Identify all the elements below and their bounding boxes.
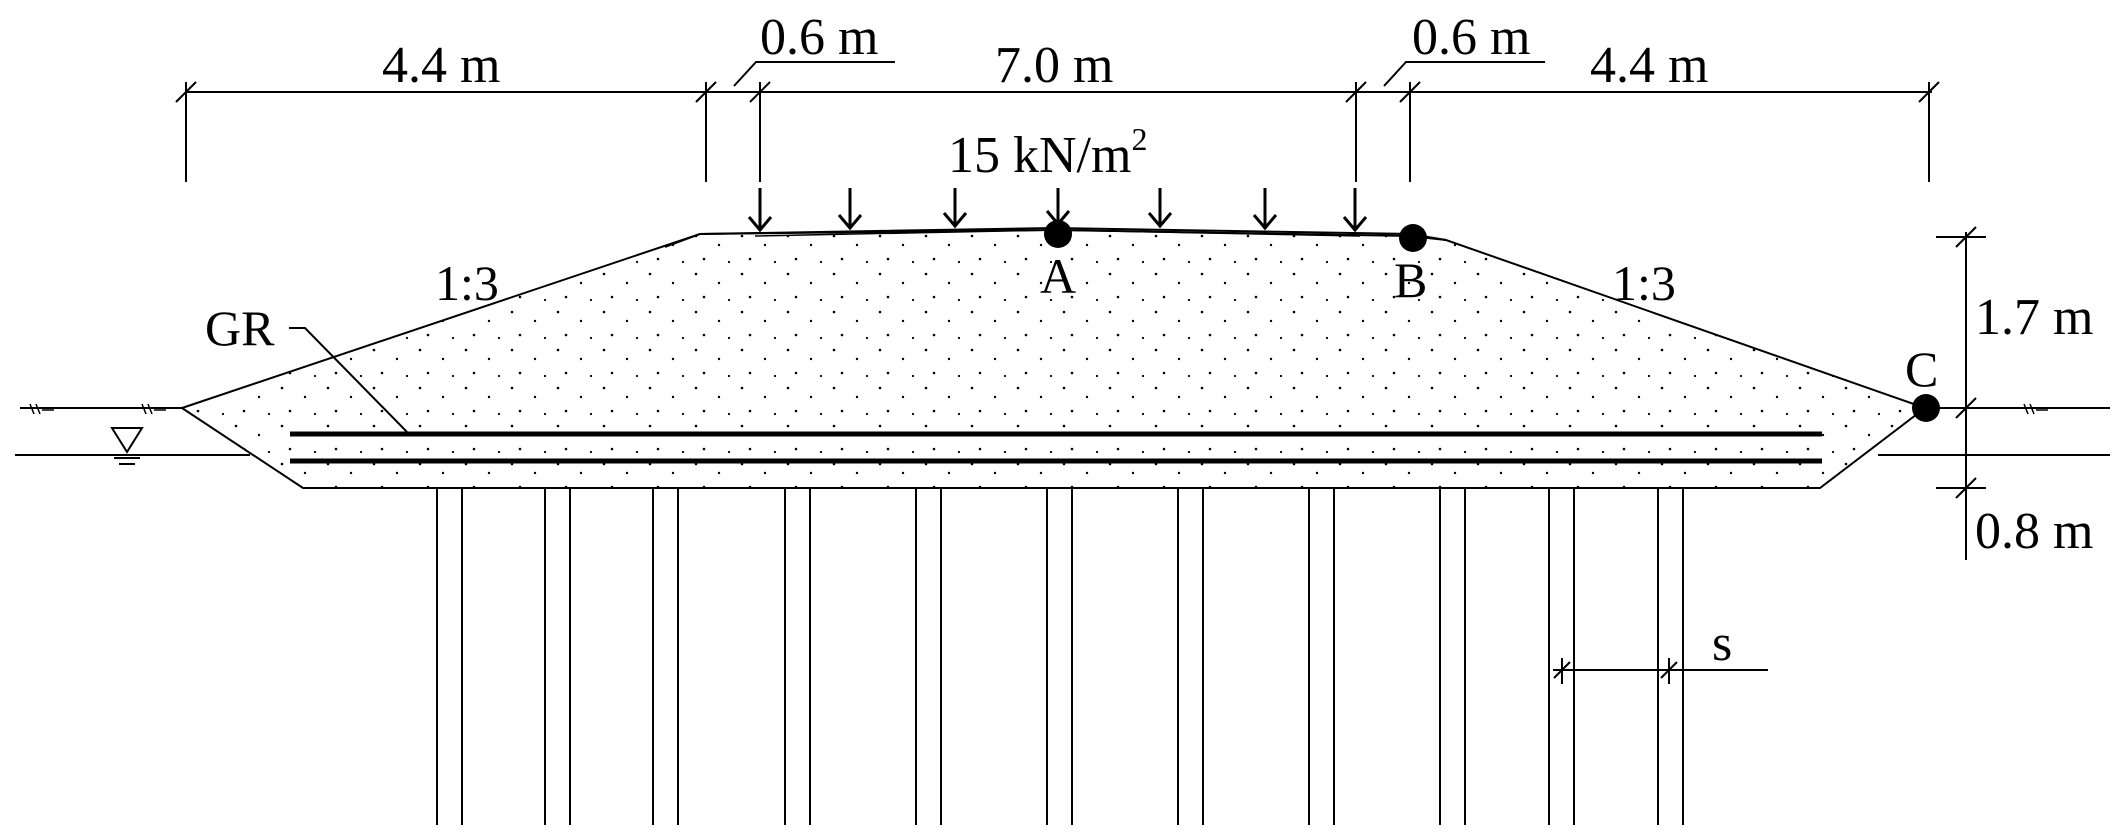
pile-spacing-dimension [1553, 658, 1768, 684]
dim-right-shoulder: 0.6 m [1412, 9, 1530, 66]
piles [436, 488, 1684, 825]
load-arrow [1045, 188, 1071, 227]
point-a-label: A [1040, 248, 1076, 304]
pile [1657, 488, 1684, 825]
ground-hatch-marks [29, 403, 2048, 415]
dim-left-shoulder: 0.6 m [760, 9, 878, 66]
dim-pile-spacing: s [1712, 615, 1732, 672]
pile [1308, 488, 1335, 825]
pile [1046, 488, 1073, 825]
load-label-text: 15 kN/m [948, 127, 1131, 184]
dim-platform-thickness: 0.8 m [1975, 503, 2093, 560]
pile [436, 488, 463, 825]
pile [1548, 488, 1575, 825]
load-arrow [1252, 188, 1278, 231]
gr-leader [289, 327, 408, 433]
top-dimension-chain [175, 61, 1940, 182]
pile [1177, 488, 1204, 825]
load-label-exponent: 2 [1131, 121, 1147, 157]
pile [1439, 488, 1466, 825]
load-arrow [747, 188, 773, 233]
pile [544, 488, 571, 825]
pile [915, 488, 942, 825]
load-label: 15 kN/m2 [948, 121, 1147, 184]
water-level-symbol [110, 427, 144, 465]
geosynthetic-label: GR [205, 300, 275, 356]
point-a-marker [1044, 220, 1072, 248]
point-b-label: B [1394, 252, 1427, 308]
dim-right-crest-offset: 4.4 m [1590, 37, 1708, 94]
point-b-marker [1399, 224, 1427, 252]
slope-left-label: 1:3 [435, 255, 499, 311]
load-arrow [1342, 188, 1368, 233]
slope-right-label: 1:3 [1612, 255, 1676, 311]
point-c-marker [1912, 394, 1940, 422]
pile [652, 488, 679, 825]
load-arrow [942, 188, 968, 229]
right-dimension-chain [1936, 226, 1986, 560]
pile [784, 488, 811, 825]
point-c-label: C [1905, 341, 1938, 397]
dim-embankment-height: 1.7 m [1975, 289, 2093, 346]
load-arrow [837, 188, 863, 231]
dim-left-crest-offset: 4.4 m [382, 37, 500, 94]
geosynthetic-layers [290, 431, 1822, 464]
dim-crest-width: 7.0 m [995, 37, 1113, 94]
load-arrow [1147, 188, 1173, 229]
